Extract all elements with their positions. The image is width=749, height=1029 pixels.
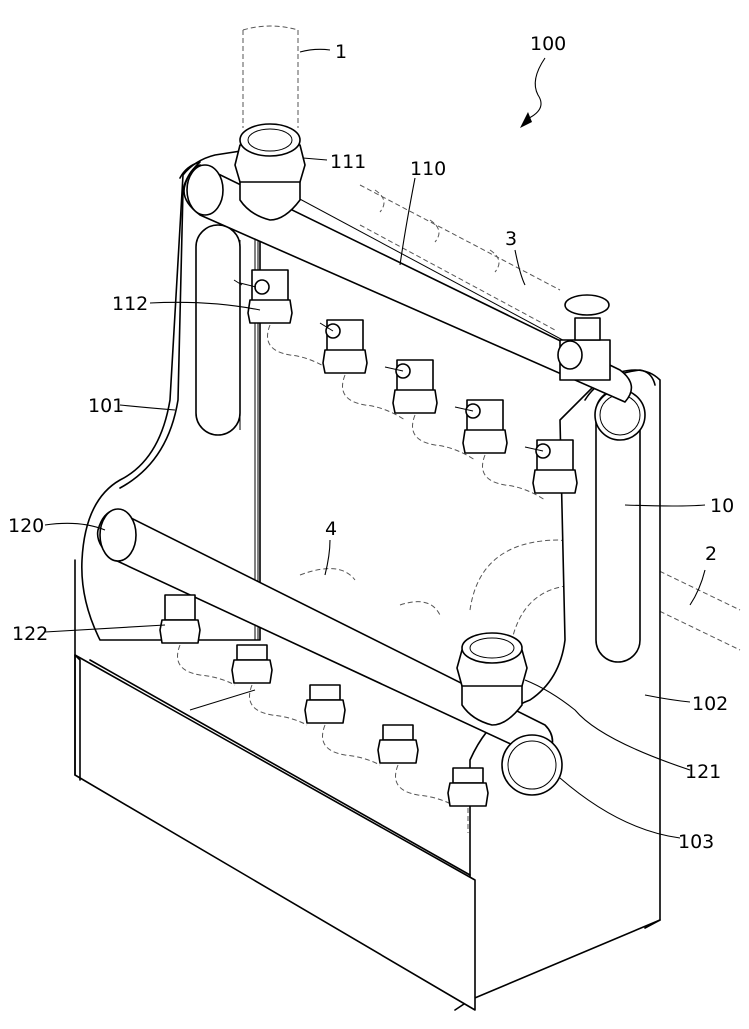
- label-3: 3: [505, 228, 517, 250]
- air-vent-valve: [557, 294, 611, 381]
- back-panel: [254, 174, 601, 640]
- fitting-121: [456, 632, 528, 726]
- label-111: 111: [330, 151, 366, 173]
- reference-labels: 100 1 111 110 3 112 101 10 120 4 2 122 1…: [8, 33, 734, 853]
- label-122: 122: [12, 623, 48, 645]
- label-121: 121: [685, 761, 721, 783]
- arrow-100-head: [520, 112, 532, 128]
- label-2: 2: [705, 543, 717, 565]
- label-1: 1: [335, 41, 347, 63]
- label-102: 102: [692, 693, 728, 715]
- label-120: 120: [8, 515, 44, 537]
- handle-slot-left: [195, 224, 241, 436]
- header-120-end: [99, 508, 137, 562]
- pipe-4-dashed: [299, 568, 441, 616]
- header-pipe-110: [183, 123, 633, 403]
- label-100: 100: [530, 33, 566, 55]
- side-panel-102: [454, 369, 661, 1011]
- pipe-3-dashed: [359, 184, 561, 331]
- fittings-122: [159, 594, 489, 833]
- label-103: 103: [678, 831, 714, 853]
- header-pipe-120: [96, 508, 554, 761]
- label-101: 101: [88, 395, 124, 417]
- label-110: 110: [410, 158, 446, 180]
- valves-112: [233, 269, 578, 501]
- label-10: 10: [710, 495, 734, 517]
- leader-lines: [44, 48, 706, 839]
- plug-103: [501, 734, 563, 796]
- fitting-111: [234, 123, 306, 221]
- header-110-end: [186, 164, 224, 216]
- arrow-100: [524, 57, 546, 121]
- pipe-1-dashed: [242, 25, 299, 128]
- label-112: 112: [112, 293, 148, 315]
- label-4: 4: [325, 518, 337, 540]
- front-box: [74, 559, 476, 1011]
